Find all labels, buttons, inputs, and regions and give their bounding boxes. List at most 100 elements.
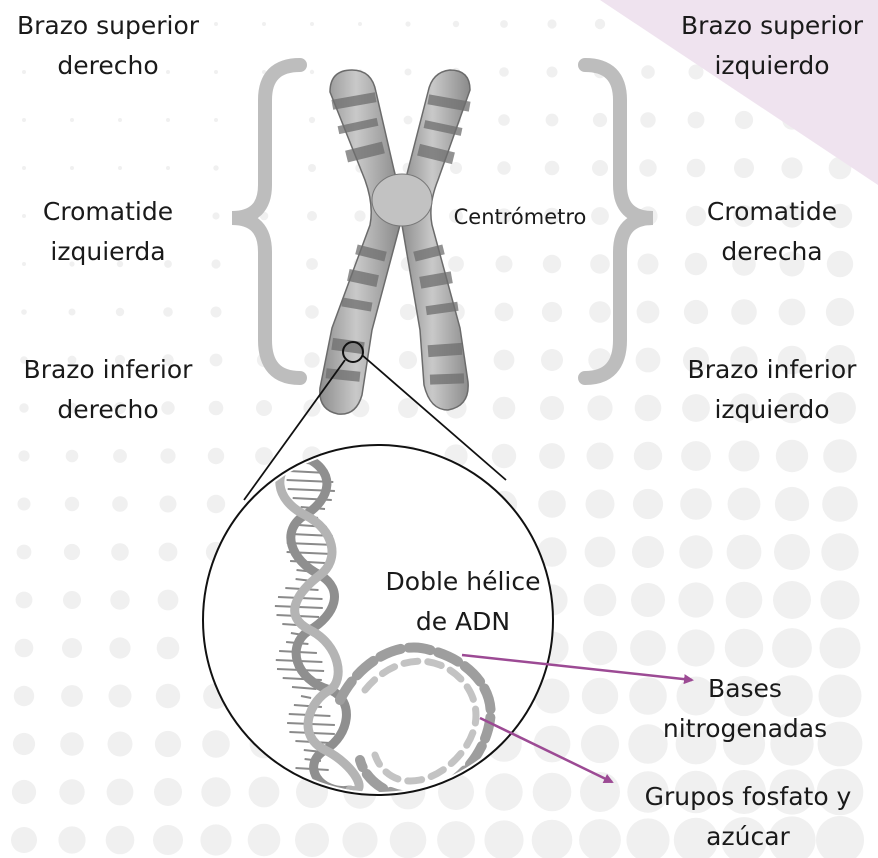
right-bracket bbox=[578, 58, 654, 385]
background-dot bbox=[626, 818, 670, 858]
background-dot bbox=[154, 778, 182, 806]
background-dot bbox=[158, 542, 178, 562]
background-dot bbox=[586, 442, 614, 470]
background-dot bbox=[632, 536, 664, 568]
background-dot bbox=[778, 298, 806, 326]
background-dot bbox=[816, 768, 864, 816]
background-dot bbox=[683, 347, 709, 373]
background-dot bbox=[500, 20, 508, 28]
background-dot bbox=[114, 402, 126, 414]
background-dot bbox=[449, 209, 463, 223]
background-dot bbox=[21, 309, 27, 315]
background-dot bbox=[591, 207, 609, 225]
background-dot bbox=[70, 214, 74, 218]
background-dot bbox=[118, 166, 122, 170]
background-dot bbox=[817, 721, 863, 767]
background-dot bbox=[209, 353, 223, 367]
background-dot bbox=[22, 22, 26, 26]
background-dot bbox=[485, 773, 523, 811]
background-dot bbox=[688, 64, 704, 80]
background-dot bbox=[214, 118, 218, 122]
background-dot bbox=[156, 636, 180, 660]
background-dot bbox=[208, 400, 224, 416]
background-dot bbox=[107, 731, 133, 757]
helix-coil-strand bbox=[335, 642, 496, 792]
background-dot bbox=[310, 22, 314, 26]
background-dot bbox=[730, 346, 758, 374]
background-dot bbox=[727, 487, 761, 521]
base-pair-rung bbox=[300, 695, 312, 699]
arrow-bases bbox=[461, 653, 694, 685]
background-dot bbox=[823, 439, 857, 473]
background-dot bbox=[206, 494, 226, 514]
background-dot bbox=[493, 349, 515, 371]
background-dot bbox=[399, 351, 417, 369]
background-dot bbox=[584, 536, 616, 568]
background-dot bbox=[164, 260, 172, 268]
background-dot bbox=[70, 118, 74, 122]
background-dot bbox=[721, 817, 767, 858]
background-dot bbox=[22, 118, 26, 122]
background-dot bbox=[248, 776, 280, 808]
background-dot bbox=[630, 630, 666, 666]
label-centromere: Centrómetro bbox=[453, 205, 587, 229]
background-dot bbox=[106, 778, 134, 806]
background-dot bbox=[541, 301, 563, 323]
background-dot bbox=[399, 303, 417, 321]
background-dot bbox=[822, 486, 858, 522]
background-dot bbox=[157, 589, 179, 611]
background-dot bbox=[594, 18, 606, 30]
background-dot bbox=[733, 205, 755, 227]
background-dot bbox=[404, 68, 412, 76]
background-dot bbox=[777, 345, 807, 375]
background-dot bbox=[781, 157, 803, 179]
background-dot bbox=[154, 730, 182, 758]
background-dot bbox=[676, 676, 716, 716]
arrow-phosphate bbox=[479, 716, 614, 784]
background-dot bbox=[495, 255, 513, 273]
background-dot bbox=[22, 214, 26, 218]
background-dot bbox=[826, 250, 854, 278]
background-dot bbox=[775, 439, 809, 473]
background-dot bbox=[684, 252, 708, 276]
background-dot bbox=[20, 356, 28, 364]
background-dot bbox=[824, 392, 856, 424]
background-dot bbox=[637, 253, 659, 275]
background-dot bbox=[398, 398, 418, 418]
background-dot bbox=[255, 447, 273, 465]
background-dot bbox=[15, 591, 33, 609]
background-dot bbox=[448, 256, 464, 272]
background-dot bbox=[770, 722, 814, 766]
background-dot bbox=[304, 352, 320, 368]
background-dot bbox=[69, 261, 75, 267]
background-dot bbox=[110, 590, 130, 610]
background-dot bbox=[70, 70, 74, 74]
background-dot bbox=[201, 777, 231, 807]
background-dot bbox=[166, 118, 170, 122]
background-dot bbox=[67, 355, 77, 365]
zoom-line-left bbox=[243, 359, 346, 501]
right-chromatid-shape bbox=[400, 69, 471, 411]
background-dot bbox=[541, 349, 563, 371]
background-dot bbox=[499, 67, 509, 77]
background-dot bbox=[532, 772, 572, 812]
background-dot bbox=[686, 158, 706, 178]
chromosome bbox=[319, 69, 471, 415]
helix-coil-strand-2 bbox=[361, 657, 480, 785]
background-dot bbox=[723, 675, 765, 717]
background-dot bbox=[679, 535, 713, 569]
background-dot bbox=[628, 724, 668, 764]
background-dot bbox=[58, 826, 86, 854]
background-dot bbox=[544, 160, 560, 176]
background-dot bbox=[579, 819, 621, 858]
left-chromatid-shape bbox=[319, 69, 402, 415]
background-dot bbox=[774, 534, 810, 570]
background-dot bbox=[631, 583, 665, 617]
background-dot bbox=[63, 543, 81, 561]
background-dot bbox=[166, 166, 170, 170]
background-dot bbox=[818, 674, 862, 718]
background-dot bbox=[308, 164, 316, 172]
